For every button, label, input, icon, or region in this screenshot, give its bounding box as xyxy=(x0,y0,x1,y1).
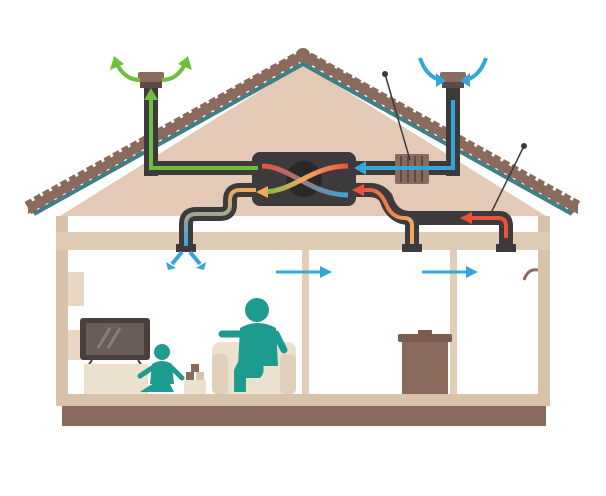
extract-branch-arrowhead xyxy=(460,212,472,224)
child-figure xyxy=(137,344,185,392)
roof-fascia xyxy=(33,61,573,216)
door-handle xyxy=(522,268,539,281)
exhaust-cowl-base xyxy=(140,82,162,88)
intake-cowl-icon xyxy=(440,72,466,82)
exhaust-arrow-left xyxy=(116,64,141,82)
extract-pointer-line xyxy=(489,145,525,216)
filter-pointer-line xyxy=(384,73,411,161)
ceiling-band xyxy=(56,232,550,250)
waste-bin-icon xyxy=(398,330,452,394)
right-wall xyxy=(538,216,550,406)
house-foundation xyxy=(62,404,546,426)
exhaust-cowl-icon xyxy=(138,72,164,82)
adult-figure xyxy=(218,298,288,392)
fresh-air-flow xyxy=(362,100,455,170)
vent-outflow-right xyxy=(188,250,202,266)
interior-wall-1 xyxy=(302,248,309,398)
roof-ridge-cap xyxy=(296,48,310,62)
intake-cowl-base xyxy=(442,82,464,88)
toy-blocks xyxy=(184,364,206,394)
crossing-flow-b xyxy=(261,163,349,195)
interior-wall-2 xyxy=(450,248,457,398)
exchanger-arrow-left xyxy=(256,186,268,198)
exhaust-arrow-right xyxy=(161,64,186,82)
tv-stand xyxy=(84,364,148,394)
supply-flow-left xyxy=(184,188,256,246)
ceiling-vent-center xyxy=(402,244,422,252)
vent-outflow-left xyxy=(170,250,184,266)
ceiling-vent-right xyxy=(496,244,516,252)
ground-floor xyxy=(56,394,550,406)
extract-flow-branch xyxy=(470,216,508,238)
wall-trim-left-lower xyxy=(68,330,80,360)
extract-arrowhead xyxy=(352,184,364,196)
extract-flow-right xyxy=(360,188,414,244)
fresh-air-arrowhead xyxy=(354,161,366,175)
stale-air-arrowhead xyxy=(144,88,158,100)
left-wall xyxy=(56,216,68,406)
ceiling-vent-left xyxy=(176,244,196,252)
stale-air-flow xyxy=(149,96,258,170)
wall-trim-left xyxy=(68,272,84,306)
